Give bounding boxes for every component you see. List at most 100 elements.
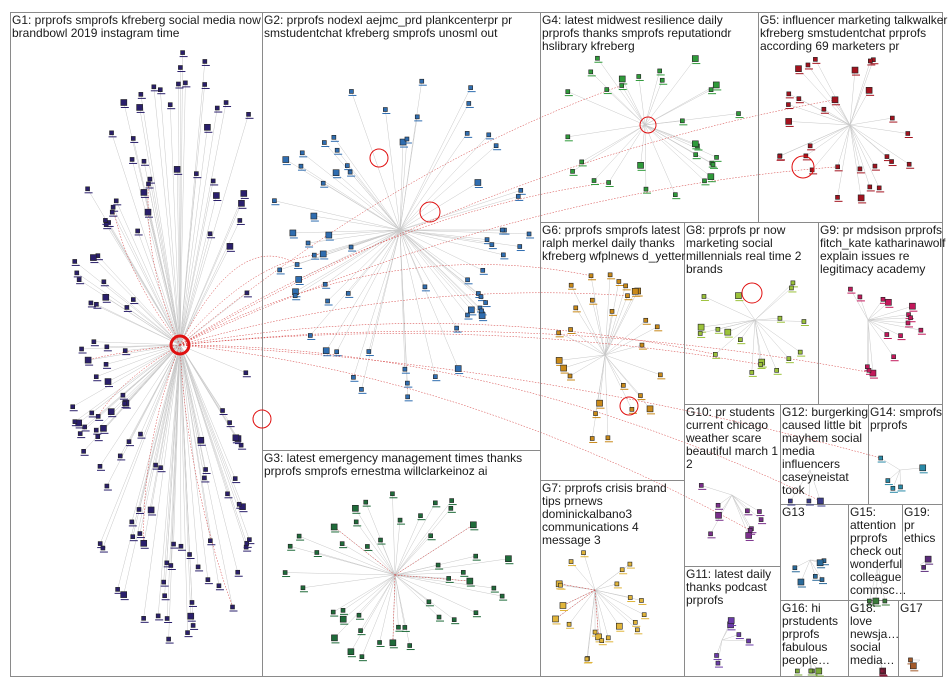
node-g1-80[interactable]: [140, 189, 148, 196]
node-g11-4[interactable]: [715, 660, 721, 666]
node-g3-27[interactable]: [358, 628, 363, 633]
node-g3-30[interactable]: [331, 634, 338, 642]
node-g1-26[interactable]: [95, 434, 101, 439]
node-g4-23[interactable]: [693, 152, 698, 157]
node-g6-27[interactable]: [605, 435, 611, 441]
node-g6-9[interactable]: [588, 273, 594, 279]
node-g3-19[interactable]: [296, 533, 302, 539]
node-g12-0[interactable]: [817, 497, 824, 505]
node-g8-7[interactable]: [786, 356, 792, 361]
node-g1-31[interactable]: [164, 616, 170, 621]
node-g2-12[interactable]: [422, 284, 428, 290]
node-g3-24[interactable]: [330, 609, 336, 615]
node-g2-15[interactable]: [282, 156, 290, 163]
node-g1-108[interactable]: [85, 186, 90, 192]
node-g4-19[interactable]: [736, 111, 741, 116]
node-g1-55[interactable]: [197, 436, 205, 444]
node-g2-36[interactable]: [311, 252, 317, 258]
node-g11-2[interactable]: [714, 653, 719, 658]
node-g16-2[interactable]: [795, 668, 800, 674]
node-g2-40[interactable]: [478, 312, 486, 319]
node-g2-29[interactable]: [454, 325, 459, 331]
node-g6-25[interactable]: [596, 399, 603, 407]
node-g6-24[interactable]: [556, 330, 561, 336]
node-g1-41[interactable]: [103, 218, 108, 223]
node-g2-46[interactable]: [325, 298, 330, 304]
node-g2-34[interactable]: [486, 132, 492, 138]
node-g1-0[interactable]: [84, 356, 92, 364]
node-g7-11[interactable]: [635, 627, 640, 633]
node-g4-4[interactable]: [714, 155, 719, 160]
node-g4-5[interactable]: [691, 55, 699, 62]
node-g3-35[interactable]: [352, 504, 359, 512]
node-g1-88[interactable]: [210, 178, 216, 184]
node-g1-73[interactable]: [72, 259, 78, 264]
node-g1-77[interactable]: [178, 65, 183, 70]
node-g8-14[interactable]: [697, 331, 703, 336]
node-g1-59[interactable]: [82, 424, 87, 430]
node-g17-1[interactable]: [908, 657, 913, 663]
node-g1-103[interactable]: [189, 600, 195, 605]
node-g2-27[interactable]: [478, 294, 484, 299]
node-g1-25[interactable]: [136, 104, 143, 111]
node-g11-3[interactable]: [746, 638, 751, 644]
node-g2-13[interactable]: [468, 85, 473, 90]
node-g5-27[interactable]: [876, 185, 882, 191]
node-g1-112[interactable]: [162, 593, 167, 599]
node-g2-21[interactable]: [349, 89, 354, 94]
node-g3-3[interactable]: [390, 491, 395, 497]
node-g1-105[interactable]: [204, 123, 211, 131]
node-g9-0[interactable]: [869, 369, 877, 377]
node-g2-25[interactable]: [289, 229, 297, 237]
node-g5-28[interactable]: [905, 131, 911, 136]
node-g8-16[interactable]: [801, 319, 807, 324]
node-g6-6[interactable]: [616, 279, 622, 284]
node-g2-28[interactable]: [465, 277, 470, 283]
node-g4-13[interactable]: [591, 178, 597, 183]
node-g2-61[interactable]: [298, 163, 304, 169]
node-g8-11[interactable]: [701, 294, 707, 299]
node-g2-11[interactable]: [518, 188, 524, 193]
node-g2-52[interactable]: [292, 293, 298, 299]
node-g9-3[interactable]: [905, 320, 911, 326]
node-g2-20[interactable]: [332, 169, 340, 177]
node-g3-26[interactable]: [435, 562, 441, 568]
node-g1-51[interactable]: [122, 348, 128, 353]
node-g9-10[interactable]: [909, 302, 916, 310]
node-g1-116[interactable]: [236, 501, 242, 507]
node-g1-29[interactable]: [171, 541, 176, 547]
node-g3-34[interactable]: [448, 506, 454, 511]
node-g2-63[interactable]: [483, 300, 488, 305]
node-g4-18[interactable]: [710, 162, 716, 167]
node-g3-25[interactable]: [347, 648, 355, 656]
node-g4-17[interactable]: [680, 118, 685, 124]
node-g1-96[interactable]: [117, 453, 123, 459]
node-g3-22[interactable]: [353, 519, 359, 525]
node-g1-100[interactable]: [102, 293, 110, 301]
node-g1-74[interactable]: [109, 130, 114, 136]
node-g3-6[interactable]: [359, 654, 365, 659]
node-g5-4[interactable]: [786, 102, 791, 107]
node-g2-54[interactable]: [515, 194, 521, 199]
node-g1-63[interactable]: [227, 420, 232, 425]
node-g13-5[interactable]: [816, 559, 824, 567]
node-g1-46[interactable]: [190, 623, 196, 628]
node-g4-10[interactable]: [692, 140, 699, 148]
node-g1-68[interactable]: [130, 136, 136, 141]
node-g10-5[interactable]: [715, 511, 722, 519]
node-g1-37[interactable]: [138, 92, 144, 97]
node-g2-5[interactable]: [325, 231, 333, 239]
node-g10-2[interactable]: [758, 517, 764, 522]
node-g5-29[interactable]: [796, 96, 802, 102]
node-g2-26[interactable]: [272, 198, 277, 204]
node-g4-9[interactable]: [643, 186, 649, 192]
node-g6-20[interactable]: [560, 364, 567, 372]
node-g19-0[interactable]: [924, 555, 932, 563]
node-g4-24[interactable]: [659, 77, 665, 83]
node-g5-19[interactable]: [872, 163, 878, 169]
node-g13-0[interactable]: [797, 578, 805, 586]
node-g5-22[interactable]: [868, 58, 873, 64]
node-g1-120[interactable]: [232, 434, 240, 442]
node-g7-6[interactable]: [584, 656, 590, 662]
node-g1-35[interactable]: [140, 539, 148, 547]
